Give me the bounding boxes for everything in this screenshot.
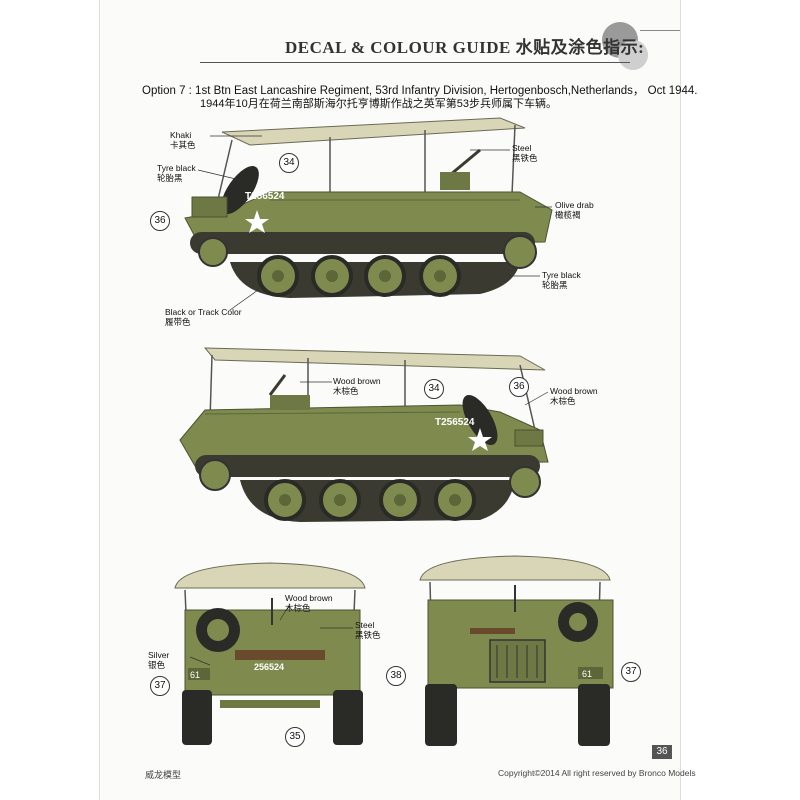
- corner-line: [640, 30, 680, 31]
- title-en: DECAL & COLOUR GUIDE: [285, 38, 511, 57]
- front-view: [419, 555, 614, 746]
- decal-number-38: 38: [386, 666, 406, 686]
- page-title: DECAL & COLOUR GUIDE 水贴及涂色指示:: [285, 33, 644, 58]
- decal-number-36a: 36: [150, 211, 170, 231]
- serial-side-1: T256524: [245, 191, 285, 202]
- title-cn: 水贴及涂色指示:: [515, 38, 645, 57]
- decal-number-36b: 36: [509, 377, 529, 397]
- unit-marking-rear: 61: [190, 670, 201, 680]
- leader-lines: [189, 135, 552, 666]
- brand-footer: 威龙模型: [145, 770, 182, 780]
- option-description-cn: 1944年10月在荷兰南部斯海尔托亨博斯作战之英军第53步兵师属下车辆。: [200, 98, 557, 110]
- copyright-footer: Copyright©2014 All right reserved by Bro…: [498, 768, 696, 778]
- page-number: 36: [652, 745, 672, 759]
- side-view-right: [179, 347, 549, 522]
- decal-number-35: 35: [285, 727, 305, 747]
- unit-marking-front: 61: [582, 669, 593, 679]
- serial-rear: 256524: [254, 662, 285, 672]
- serial-side-2: T256524: [435, 417, 475, 428]
- header-divider: [200, 62, 630, 63]
- option-description: Option 7 : 1st Btn East Lancashire Regim…: [142, 85, 698, 97]
- rear-view: [174, 562, 366, 745]
- decal-number-34a: 34: [279, 153, 299, 173]
- decal-number-37a: 37: [150, 676, 170, 696]
- side-view-left: [184, 117, 553, 298]
- decorative-circle-light: [618, 40, 648, 70]
- decal-number-37b: 37: [621, 662, 641, 682]
- decal-number-34b: 34: [424, 379, 444, 399]
